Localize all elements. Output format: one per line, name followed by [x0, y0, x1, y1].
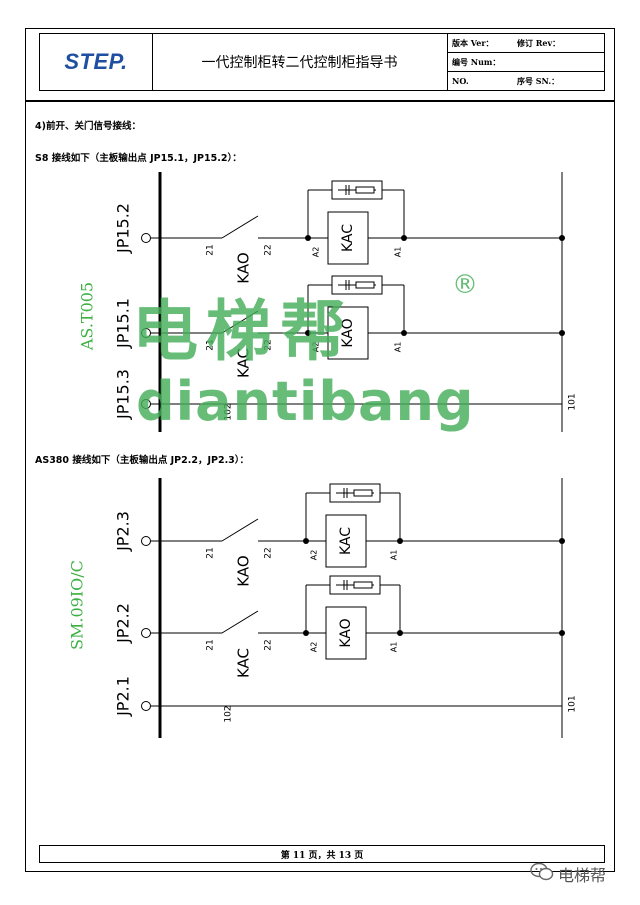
terminal-label: JP15.2 [114, 203, 133, 254]
junction-dot [559, 538, 565, 544]
document-title: 一代控制柜转二代控制柜指导书 [152, 34, 448, 90]
meta-row-number: 编号 Num： [447, 53, 604, 71]
coil-pin-a2: A2 [312, 247, 321, 258]
contact-pin-in: 21 [206, 639, 216, 650]
revision-label: 修订 Rev： [517, 38, 561, 48]
contact-pin-out: 22 [264, 639, 274, 650]
relay-coil-label: KAC [338, 527, 354, 555]
meta-table: 版本 Ver： 修订 Rev： 编号 Num： NO. 序号 SN.： [447, 34, 604, 90]
terminal-circle [141, 701, 151, 711]
terminal-label: JP2.1 [114, 676, 133, 717]
relay-coil-label: KAO [338, 618, 354, 647]
meta-row-serial: NO. 序号 SN.： [447, 72, 604, 90]
junction-dot [559, 630, 565, 636]
coil-pin-a2: A2 [310, 550, 319, 561]
wechat-account-label: 电梯帮 [558, 866, 607, 885]
coil-pin-a1: A1 [394, 247, 403, 258]
resistor [353, 581, 373, 589]
no-label: NO. [452, 76, 469, 86]
contact-blade [221, 215, 259, 239]
terminal-circle [141, 628, 151, 638]
meta-row-version: 版本 Ver： 修订 Rev： [447, 34, 604, 52]
logo-cell: STEP. [40, 34, 153, 90]
contact-blade [221, 610, 259, 634]
board-label: AS.T005 [78, 282, 97, 351]
contact-pin-in: 21 [206, 339, 216, 350]
section-heading: 4)前开、关门信号接线： [35, 121, 141, 132]
version-label: 版本 Ver： [452, 38, 494, 48]
wechat-icon [530, 862, 554, 886]
contact-label: KAC [235, 648, 253, 678]
coil-pin-a1: A1 [390, 642, 399, 653]
contact-blade [221, 310, 259, 334]
header-underline [25, 100, 615, 102]
contact-pin-in: 21 [206, 547, 216, 558]
coil-pin-a2: A2 [312, 342, 321, 353]
watermark-registered: ® [452, 270, 478, 300]
step-logo: STEP. [64, 49, 128, 74]
serial-label: 序号 SN.： [517, 76, 560, 86]
contact-blade [221, 518, 259, 542]
page-frame [25, 28, 615, 872]
number-label: 编号 Num： [452, 57, 501, 67]
junction-dot [559, 330, 565, 336]
contact-label: KAC [235, 348, 253, 378]
relay-coil-label: KAC [340, 224, 356, 252]
board-label: SM.09IO/C [68, 560, 87, 650]
resistor [355, 281, 375, 289]
terminal-label: JP2.3 [114, 511, 133, 552]
contact-pin-out: 22 [264, 339, 274, 350]
wire-number: 102 [224, 403, 234, 420]
common-wire-number: 101 [568, 695, 578, 712]
resistor [355, 186, 375, 194]
terminal-circle [141, 233, 151, 243]
coil-pin-a2: A2 [310, 642, 319, 653]
contact-pin-out: 22 [264, 244, 274, 255]
wire-number: 102 [224, 705, 234, 722]
junction-dot [559, 235, 565, 241]
coil-pin-a1: A1 [394, 342, 403, 353]
coil-pin-a1: A1 [390, 550, 399, 561]
watermark-chinese: 电梯帮 [132, 293, 354, 370]
contact-label: KAO [235, 252, 253, 283]
terminal-label: JP15.1 [114, 298, 133, 349]
terminal-label: JP15.3 [114, 369, 133, 420]
contact-pin-out: 22 [264, 547, 274, 558]
resistor [353, 489, 373, 497]
watermark-pinyin: diantibang [136, 370, 475, 433]
contact-pin-in: 21 [206, 244, 216, 255]
meta-divider [447, 52, 604, 53]
relay-coil [325, 514, 367, 568]
s8-heading: S8 接线如下（主板输出点 JP15.1，JP15.2）： [35, 153, 242, 164]
document-header: STEP. 一代控制柜转二代控制柜指导书 版本 Ver： 修订 Rev： 编号 … [39, 33, 605, 91]
terminal-label: JP2.2 [114, 603, 133, 644]
contact-label: KAO [235, 555, 253, 586]
as380-heading: AS380 接线如下（主板输出点 JP2.2，JP2.3）： [35, 455, 250, 466]
meta-divider [447, 71, 604, 72]
relay-coil-label: KAO [340, 318, 356, 347]
page-footer: 第 11 页，共 13 页 [39, 845, 605, 863]
terminal-circle [141, 536, 151, 546]
relay-coil [327, 306, 369, 360]
common-wire-number: 101 [568, 393, 578, 410]
